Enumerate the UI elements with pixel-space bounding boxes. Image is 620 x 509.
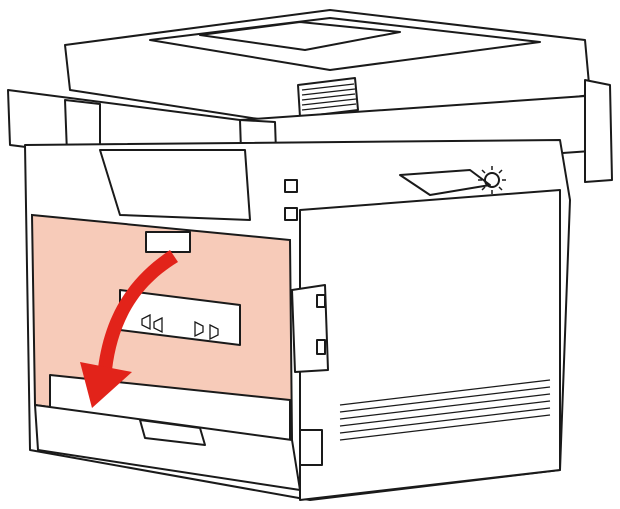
rear-cover[interactable] [30, 213, 294, 442]
sun-burst-icon [478, 166, 506, 194]
side-vent [339, 379, 551, 441]
curved-arrow-down-icon [80, 250, 178, 408]
cover-handle [145, 231, 191, 253]
document-feeder [64, 9, 591, 131]
duplex-unit [34, 284, 329, 491]
output-tray [99, 149, 251, 221]
